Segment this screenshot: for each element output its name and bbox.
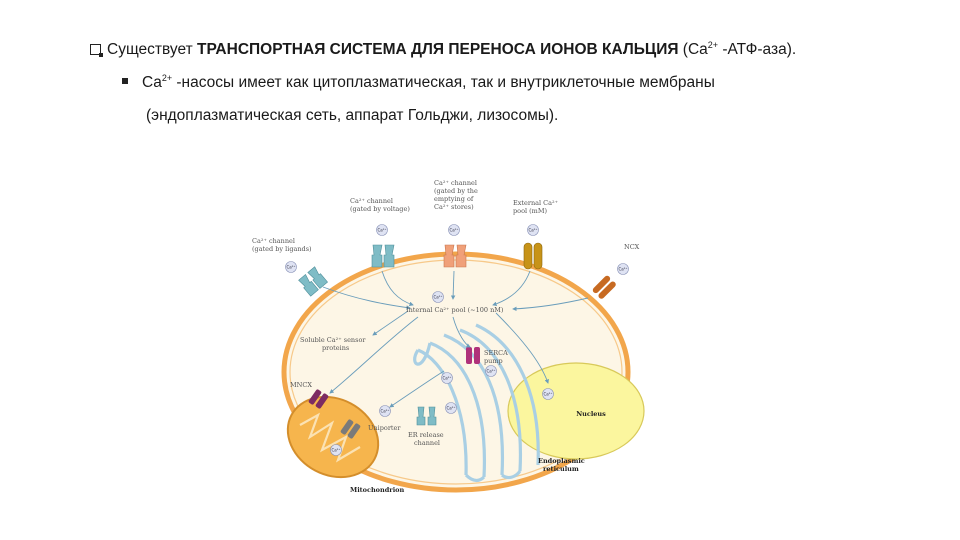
line1-prefix: Существует xyxy=(107,41,197,59)
slide-bullet-2: Ca2+ -насосы имеет как цитоплазматическа… xyxy=(122,73,715,92)
mitochondrion-label: Mitochondrion xyxy=(350,486,405,494)
line1-paren: (Ca xyxy=(678,41,708,59)
uniporter-label: Uniporter xyxy=(368,424,401,432)
serca-label-2: pump xyxy=(484,357,503,365)
nucleus xyxy=(507,362,645,460)
ligand-gated-channel xyxy=(298,266,328,297)
slide-bullet-2-continuation: (эндоплазматическая сеть, аппарат Гольдж… xyxy=(146,107,558,125)
mncx-label: MNCX xyxy=(290,381,312,389)
er-label-1: Endoplasmic xyxy=(538,457,585,465)
voltage-gated-channel xyxy=(371,244,395,268)
line3-text: (эндоплазматическая сеть, аппарат Гольдж… xyxy=(146,107,559,124)
nucleus-label: Nucleus xyxy=(576,410,606,418)
line1-suffix: -АТФ-аза). xyxy=(718,41,797,59)
atpase-pump xyxy=(523,242,543,270)
mitochondrial-uniporter xyxy=(340,419,361,439)
store-channel-label-3: emptying of xyxy=(434,195,474,203)
calcium-transport-diagram: Ca²⁺ Nucleus Endoplasmic reticulum Mitoc… xyxy=(252,179,645,494)
line2-prefix: Ca xyxy=(142,74,162,92)
line2-text: -насосы имеет как цитоплазматическая, та… xyxy=(172,74,715,92)
mncx-exchanger xyxy=(308,389,329,409)
flux-arrows xyxy=(322,270,589,408)
serca-label-1: SERCA xyxy=(484,349,508,357)
store-operated-channel xyxy=(443,244,467,268)
store-channel-label-1: Ca²⁺ channel xyxy=(434,179,477,187)
ncx-label: NCX xyxy=(624,243,640,251)
voltage-channel-label-1: Ca²⁺ channel xyxy=(350,197,393,205)
voltage-channel-label-2: (gated by voltage) xyxy=(350,205,410,213)
sensor-proteins-label-1: Soluble Ca²⁺ sensor xyxy=(300,336,366,344)
line1-superscript: 2+ xyxy=(707,40,719,50)
ncx-exchanger xyxy=(592,275,616,299)
serca-pump xyxy=(466,347,480,364)
ligand-channel-label-2: (gated by ligands) xyxy=(252,245,312,253)
line1-bold-title: ТРАНСПОРТНАЯ СИСТЕМА ДЛЯ ПЕРЕНОСА ИОНОВ … xyxy=(196,41,679,59)
external-pool-label-1: External Ca²⁺ xyxy=(513,199,558,207)
store-channel-label-4: Ca²⁺ stores) xyxy=(434,203,474,211)
sensor-proteins-label-2: proteins xyxy=(322,344,349,352)
er-release-channel xyxy=(416,406,437,426)
er-release-label-2: channel xyxy=(414,439,440,447)
external-pool-label-2: pool (mM) xyxy=(513,207,547,215)
line2-superscript: 2+ xyxy=(161,73,173,83)
mitochondrion xyxy=(286,395,380,479)
er-release-label-1: ER release xyxy=(408,431,444,439)
checkbox-bullet-icon xyxy=(90,44,103,58)
internal-pool-label: Internal Ca²⁺ pool (~100 nM) xyxy=(406,306,504,314)
ligand-channel-label-1: Ca²⁺ channel xyxy=(252,237,295,245)
store-channel-label-2: (gated by the xyxy=(434,187,478,195)
slide-bullet-1: Существует ТРАНСПОРТНАЯ СИСТЕМА ДЛЯ ПЕРЕ… xyxy=(90,40,796,59)
er-label-2: reticulum xyxy=(543,465,579,473)
square-bullet-icon xyxy=(122,78,128,85)
endoplasmic-reticulum xyxy=(413,323,540,483)
